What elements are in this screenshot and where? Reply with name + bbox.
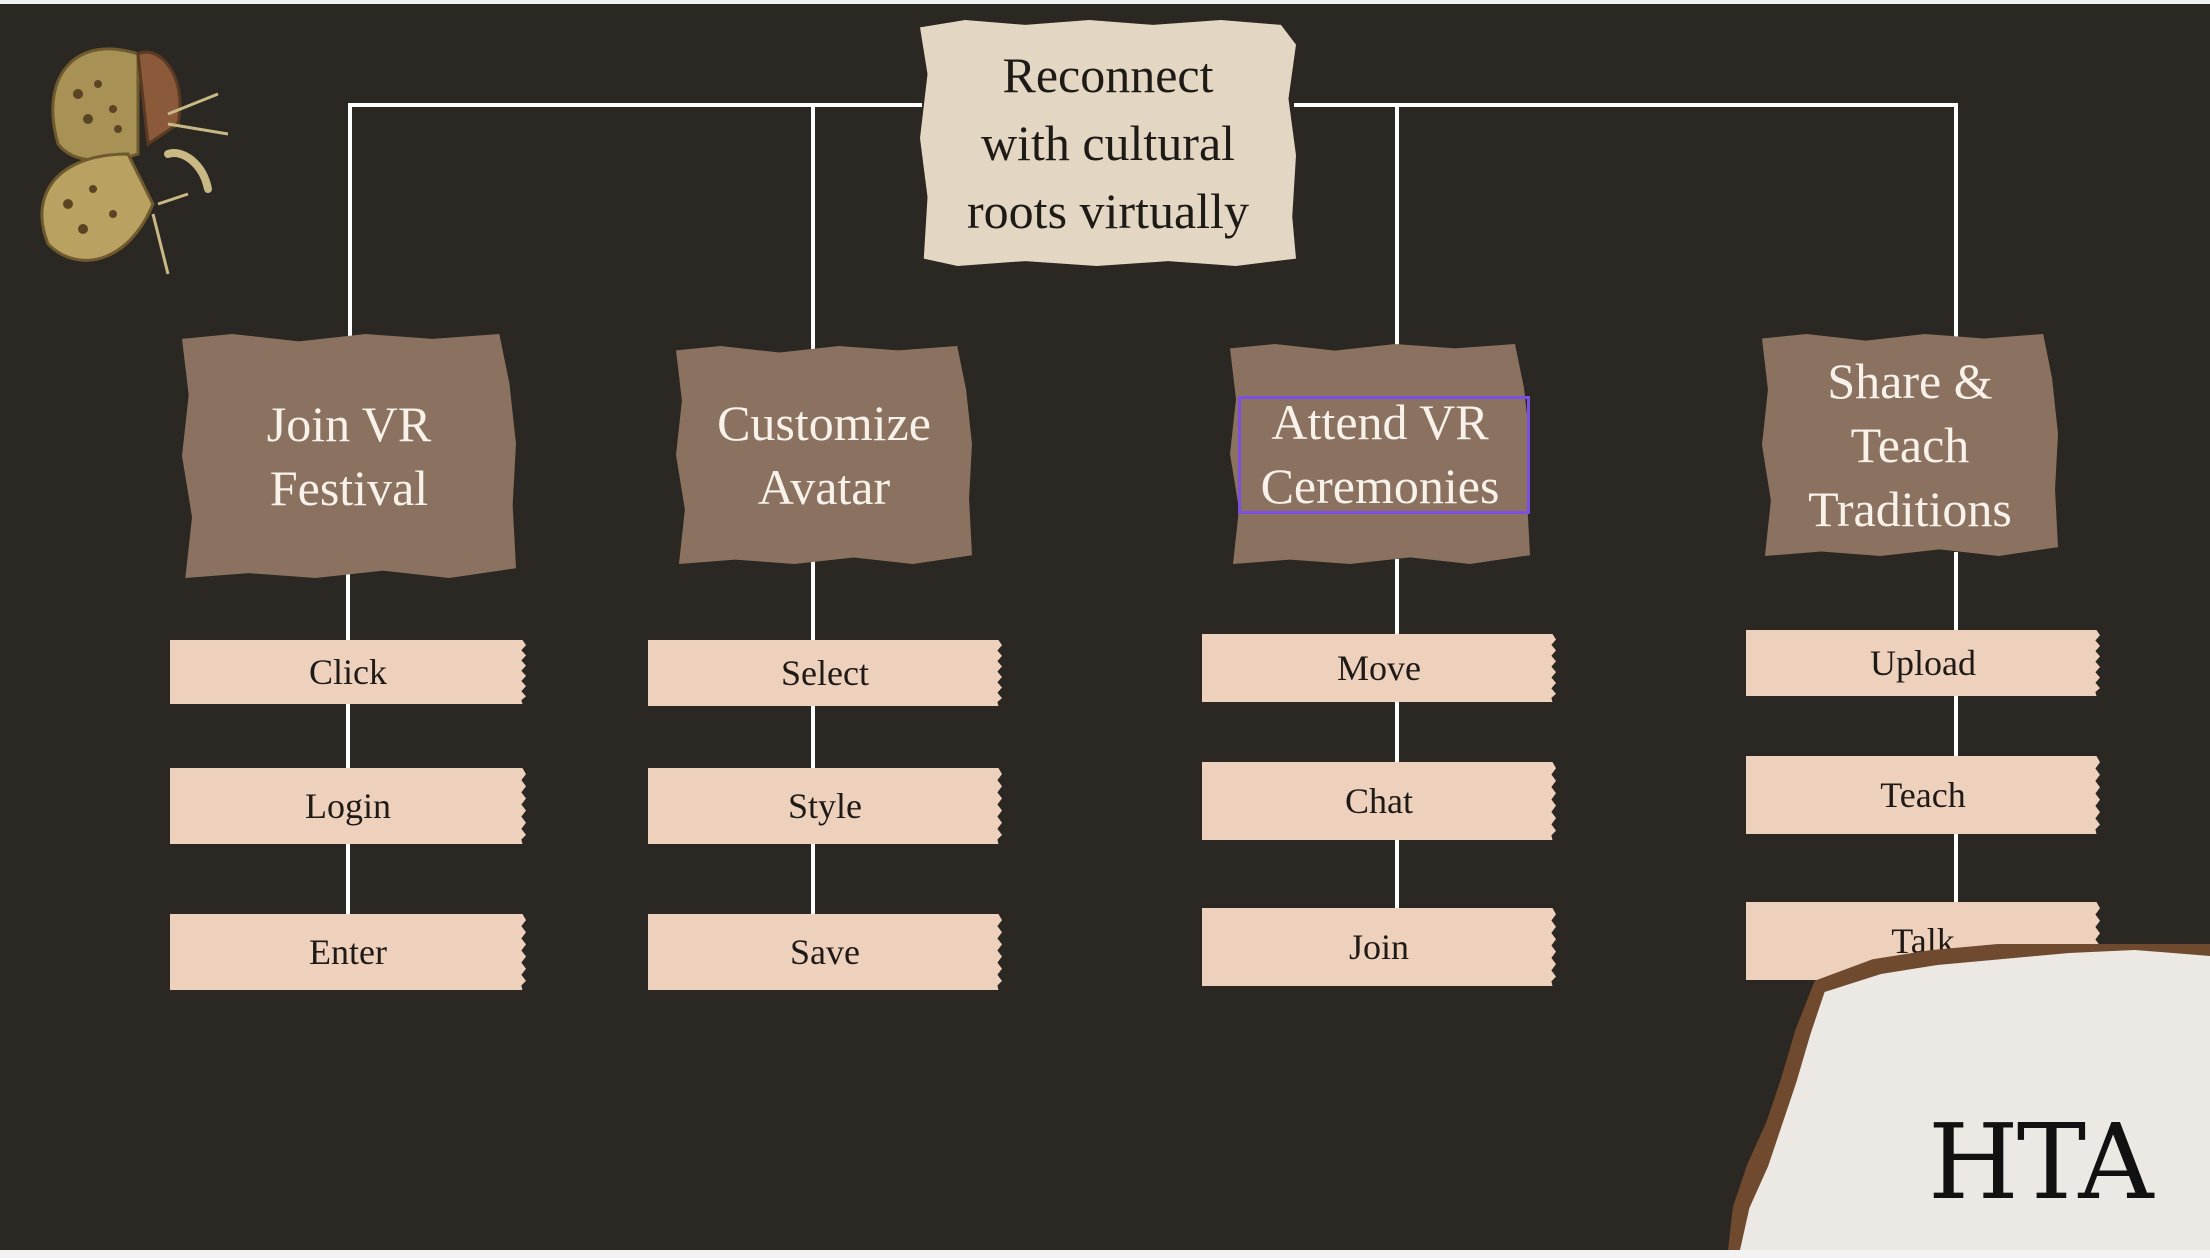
action-label: Login [305, 786, 391, 826]
selection-box[interactable] [1238, 396, 1530, 514]
action-click: Click [170, 640, 526, 704]
action-label: Click [309, 652, 387, 692]
action-move: Move [1202, 634, 1556, 702]
action-label: Style [787, 786, 862, 826]
task-label: Join VR Festival [266, 396, 432, 516]
action-label: Save [790, 932, 860, 972]
action-login: Login [170, 768, 526, 844]
task-label: Customize Avatar [717, 395, 931, 515]
action-label: Upload [1870, 643, 1976, 683]
goal-node: Reconnect with cultural roots virtually [920, 20, 1296, 266]
action-enter: Enter [170, 914, 526, 990]
slide-canvas: Reconnect with cultural roots virtually … [0, 4, 2210, 1250]
action-teach: Teach [1746, 756, 2100, 834]
action-label: Move [1337, 648, 1421, 688]
action-chat: Chat [1202, 762, 1556, 840]
connector-lines [346, 103, 1958, 914]
task-node-customize-avatar: Customize Avatar [676, 346, 972, 564]
butterfly-icon [40, 47, 229, 275]
action-label: Join [1348, 927, 1409, 967]
goal-label: Reconnect with cultural roots virtually [967, 47, 1249, 239]
action-label: Select [781, 653, 869, 693]
action-label: Chat [1345, 781, 1413, 821]
task-label: Attend VR Ceremonies [1260, 394, 1500, 514]
task-node-attend-vr-ceremonies: Attend VR Ceremonies [1230, 344, 1530, 564]
action-join: Join [1202, 908, 1556, 986]
task-node-share-teach-traditions: Share & Teach Traditions [1762, 334, 2058, 556]
action-save: Save [648, 914, 1002, 990]
action-label: Enter [309, 932, 387, 972]
hta-logo: HTA [1928, 1101, 2153, 1223]
task-node-join-vr-festival: Join VR Festival [182, 334, 516, 578]
action-label: Teach [1880, 775, 1966, 815]
action-style: Style [648, 768, 1002, 844]
task-label: Share & Teach Traditions [1808, 353, 2012, 537]
action-select: Select [648, 640, 1002, 706]
action-upload: Upload [1746, 630, 2100, 696]
